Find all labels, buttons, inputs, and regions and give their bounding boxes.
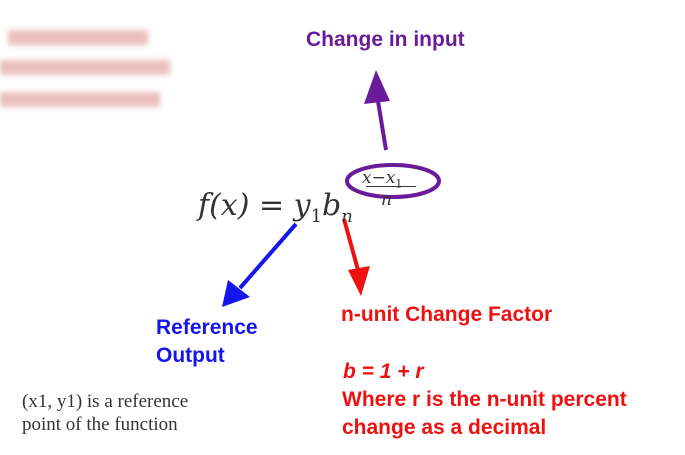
exponent-numerator: x−x1 (362, 168, 402, 190)
reference-point-line2: point of the function (22, 414, 178, 435)
exponent-fraction-bar (366, 186, 416, 187)
reference-output-arrowhead (222, 280, 250, 307)
change-in-input-label: Change in input (306, 28, 465, 51)
where-text: Where r is the n-unit percent change as … (342, 386, 627, 442)
reference-output-arrow (238, 222, 298, 290)
exponent-numerator-text: x−x (362, 168, 396, 188)
reference-point-note: (x1, y1) is a reference point of the fun… (22, 390, 188, 436)
formula-lhs: f(x) = y (198, 188, 311, 223)
reference-output-line1: Reference (156, 316, 258, 339)
b-formula: b = 1 + r (343, 360, 424, 383)
where-line2: change as a decimal (342, 416, 547, 439)
change-factor-arrowhead (348, 266, 370, 296)
where-line1: Where r is the n-unit percent (342, 388, 627, 411)
change-factor-label: n-unit Change Factor (341, 303, 553, 326)
change-in-input-arrowhead (364, 70, 390, 104)
exponent-denominator: n (381, 190, 392, 210)
exponent-highlight-ellipse (345, 163, 441, 199)
formula-base: b (322, 188, 342, 223)
exponent-numerator-subscript: 1 (395, 177, 403, 191)
reference-output-line2: Output (156, 344, 225, 367)
main-formula: f(x) = y1bn (198, 188, 353, 227)
reference-point-line1: (x1, y1) is a reference (22, 391, 189, 412)
formula-base-subscript: n (341, 206, 353, 227)
reference-output-label: Reference Output (156, 314, 258, 370)
change-factor-arrow (342, 218, 360, 271)
formula-y-subscript: 1 (310, 206, 323, 227)
blurred-heading (0, 22, 190, 122)
change-in-input-arrow (375, 94, 388, 151)
